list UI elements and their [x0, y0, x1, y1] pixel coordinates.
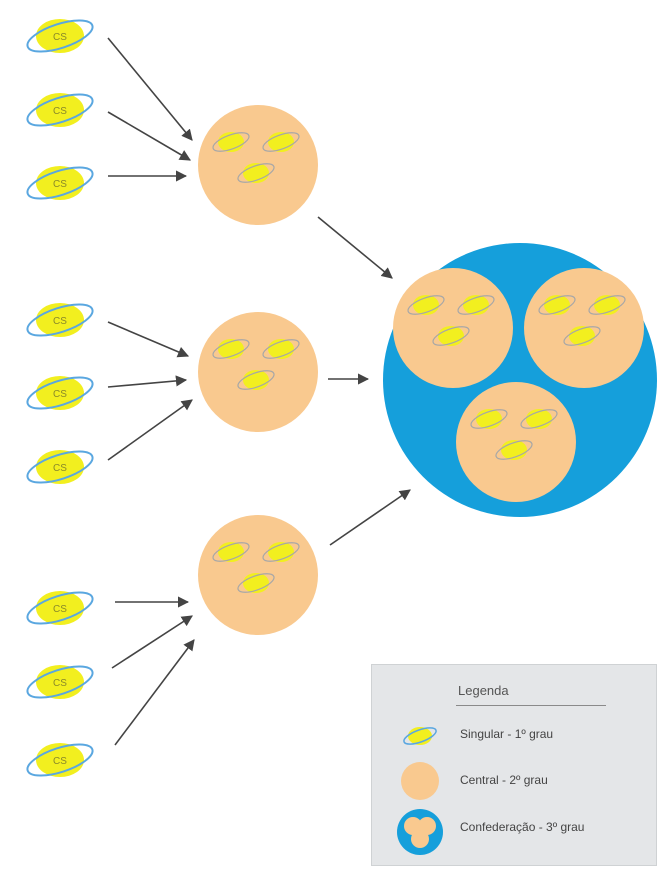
flow-arrow [329, 489, 411, 546]
legend-item-confederation: Confederação - 3º grau [372, 808, 658, 855]
singular-logo-text: CS [53, 678, 67, 689]
flow-arrow [107, 37, 193, 141]
mini-singular-icon [262, 339, 300, 359]
central-cooperative-3 [198, 515, 318, 635]
flow-arrow [107, 111, 191, 161]
singular-cooperative-icon: CS [26, 93, 94, 127]
mini-singular-icon [212, 132, 250, 152]
mini-singular-icon [262, 542, 300, 562]
singular-cooperative-icon: CS [26, 166, 94, 200]
mini-singular-icon [470, 409, 508, 429]
flow-arrow [107, 321, 190, 358]
confederation-icon [397, 809, 443, 855]
legend-title: Legenda [458, 683, 509, 698]
legend-divider [456, 705, 606, 706]
singular-logo-text: CS [53, 316, 67, 327]
flow-arrow [107, 375, 188, 388]
singular-logo-text: CS [53, 756, 67, 767]
singular-cooperative-icon: CS [26, 665, 94, 699]
mini-singular-icon [237, 573, 275, 593]
mini-singular-icon [457, 295, 495, 315]
singular-cooperative-icon: CS [26, 19, 94, 53]
singular-cooperative-icon: CS [26, 743, 94, 777]
central-cooperative-2 [198, 312, 318, 432]
mini-singular-icon [495, 440, 533, 460]
legend-label-central: Central - 2º grau [460, 773, 548, 787]
singular-cooperative-icon: CS [26, 591, 94, 625]
mini-singular-icon [407, 295, 445, 315]
flow-arrow [114, 639, 195, 746]
mini-singular-icon [212, 339, 250, 359]
singular-cooperative-icon: CS [26, 303, 94, 337]
flow-arrow [317, 216, 393, 279]
singular-logo-text: CS [53, 389, 67, 400]
mini-singular-icon [563, 326, 601, 346]
singular-logo-text: CS [53, 604, 67, 615]
mini-singular-icon [237, 370, 275, 390]
mini-singular-icon [588, 295, 626, 315]
central-cooperative-1 [198, 105, 318, 225]
legend-item-central: Central - 2º grau [372, 761, 658, 801]
central-cooperative-icon [401, 762, 439, 800]
mini-singular-icon [538, 295, 576, 315]
singular-cooperative-icon: CS [26, 450, 94, 484]
flow-arrow [107, 399, 193, 461]
singular-logo-text: CS [53, 179, 67, 190]
legend-panel: Legenda Singular - 1º grau Central - 2º … [371, 664, 657, 866]
legend-label-confederation: Confederação - 3º grau [460, 820, 585, 834]
confederation-central-1 [393, 268, 513, 388]
confederation-central-2 [524, 268, 644, 388]
confederation [383, 243, 657, 517]
singular-logo-text: CS [53, 463, 67, 474]
legend-label-singular: Singular - 1º grau [460, 727, 554, 741]
legend-item-singular: Singular - 1º grau [372, 715, 658, 755]
confederation-central-3 [456, 382, 576, 502]
mini-singular-icon [212, 542, 250, 562]
mini-singular-icon [262, 132, 300, 152]
mini-singular-icon [520, 409, 558, 429]
mini-singular-icon [432, 326, 470, 346]
mini-singular-icon [237, 163, 275, 183]
flow-arrow [111, 615, 193, 669]
singular-cooperative-icon: CS [26, 376, 94, 410]
singular-logo-text: CS [53, 32, 67, 43]
singular-logo-text: CS [53, 106, 67, 117]
singular-cooperative-icon [403, 727, 437, 745]
